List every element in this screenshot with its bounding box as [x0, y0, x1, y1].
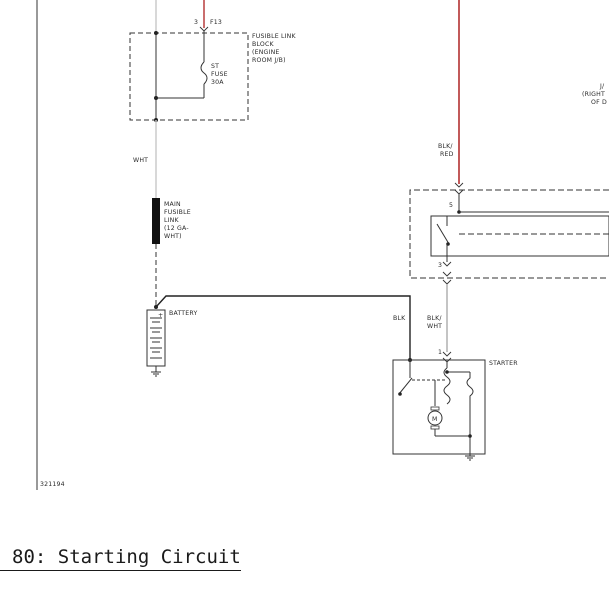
wht-wire-label: WHT: [133, 157, 148, 164]
relay-connector-3-bottom: [442, 271, 452, 277]
starter-solenoid-coil: [443, 367, 451, 405]
st-fuse-label-1: ST: [211, 63, 219, 70]
main-link-label-1: MAIN: [164, 201, 181, 208]
connector-pin-3-label: 3: [194, 19, 198, 26]
fusible-link-block-outline: [129, 32, 249, 121]
starter-pin-1-label: 1: [438, 349, 442, 356]
starter-motor-brush-bottom: [430, 425, 440, 430]
relay-switch-arm: [436, 223, 450, 245]
blk-red-label-1: BLK/: [438, 143, 453, 150]
battery-plus-sign: +: [158, 312, 163, 319]
battery-to-starter-blk-wire: [155, 295, 411, 360]
figure-caption: 80: Starting Circuit: [0, 540, 241, 571]
jb-partial-label-2: (RIGHT: [582, 91, 605, 98]
starter-coil-splice: [445, 370, 449, 374]
fusible-link-block-label-3: (ENGINE: [252, 49, 280, 56]
starter-outline: [392, 359, 486, 455]
jb-partial-label-3: OF D: [591, 99, 607, 106]
fusible-link-block-label-1: FUSIBLE LINK: [252, 33, 297, 40]
blk-wht-label-2: WHT: [427, 323, 442, 330]
relay-connector-5-bottom: [454, 189, 464, 195]
relay-pin-5-label: 5: [449, 202, 453, 209]
main-link-label-2: FUSIBLE: [164, 209, 191, 216]
starter-label: STARTER: [489, 360, 518, 367]
starter-solenoid-switch-arm: [398, 377, 413, 395]
st-fuse-label-2: FUSE: [211, 71, 228, 78]
relay-pin-3-label: 3: [438, 262, 442, 269]
starter-motor-brush-top: [430, 406, 440, 411]
blk-red-label-2: RED: [440, 151, 454, 158]
starter-ground-symbol: [465, 455, 475, 461]
wire-blk-label: BLK: [393, 315, 406, 322]
starter-motor-symbol: [427, 410, 443, 426]
main-link-label-5: WHT): [164, 233, 182, 240]
st-fuse-symbol: [200, 61, 208, 85]
fusible-link-block-label-4: ROOM J/B): [252, 57, 286, 64]
relay-connector-3-top: [442, 261, 452, 267]
bus-splice-top: [154, 31, 158, 35]
battery-label: BATTERY: [169, 310, 197, 317]
starting-circuit-diagram: 3 F13 ST FUSE 30A FUSIBLE LINK BLOCK (EN…: [36, 0, 609, 490]
blk-wht-label-1: BLK/: [427, 315, 442, 322]
fuse-id-label: F13: [210, 19, 222, 26]
main-link-label-4: (12 GA-: [164, 225, 189, 232]
main-link-label-3: LINK: [164, 217, 180, 224]
figure-id-label: 321194: [40, 481, 65, 488]
starter-motor-label: M: [432, 416, 438, 423]
bus-splice-mid: [154, 96, 158, 100]
battery-ground-symbol: [151, 371, 161, 377]
st-fuse-label-3: 30A: [211, 79, 224, 86]
relay-inner-box: [430, 215, 609, 257]
starter-connector-top: [442, 351, 452, 357]
starter-hold-coil: [466, 372, 474, 452]
battery-cells: [150, 317, 162, 359]
relay-connector-5-top: [454, 182, 464, 188]
relay-block-outline: [409, 189, 609, 279]
jb-partial-label-1: J/: [599, 83, 605, 90]
starter-switch-contact: [398, 392, 402, 396]
main-fusible-link: [152, 198, 160, 244]
relay-connector-3-lower: [442, 279, 452, 285]
fusible-link-block-label-2: BLOCK: [252, 41, 274, 48]
